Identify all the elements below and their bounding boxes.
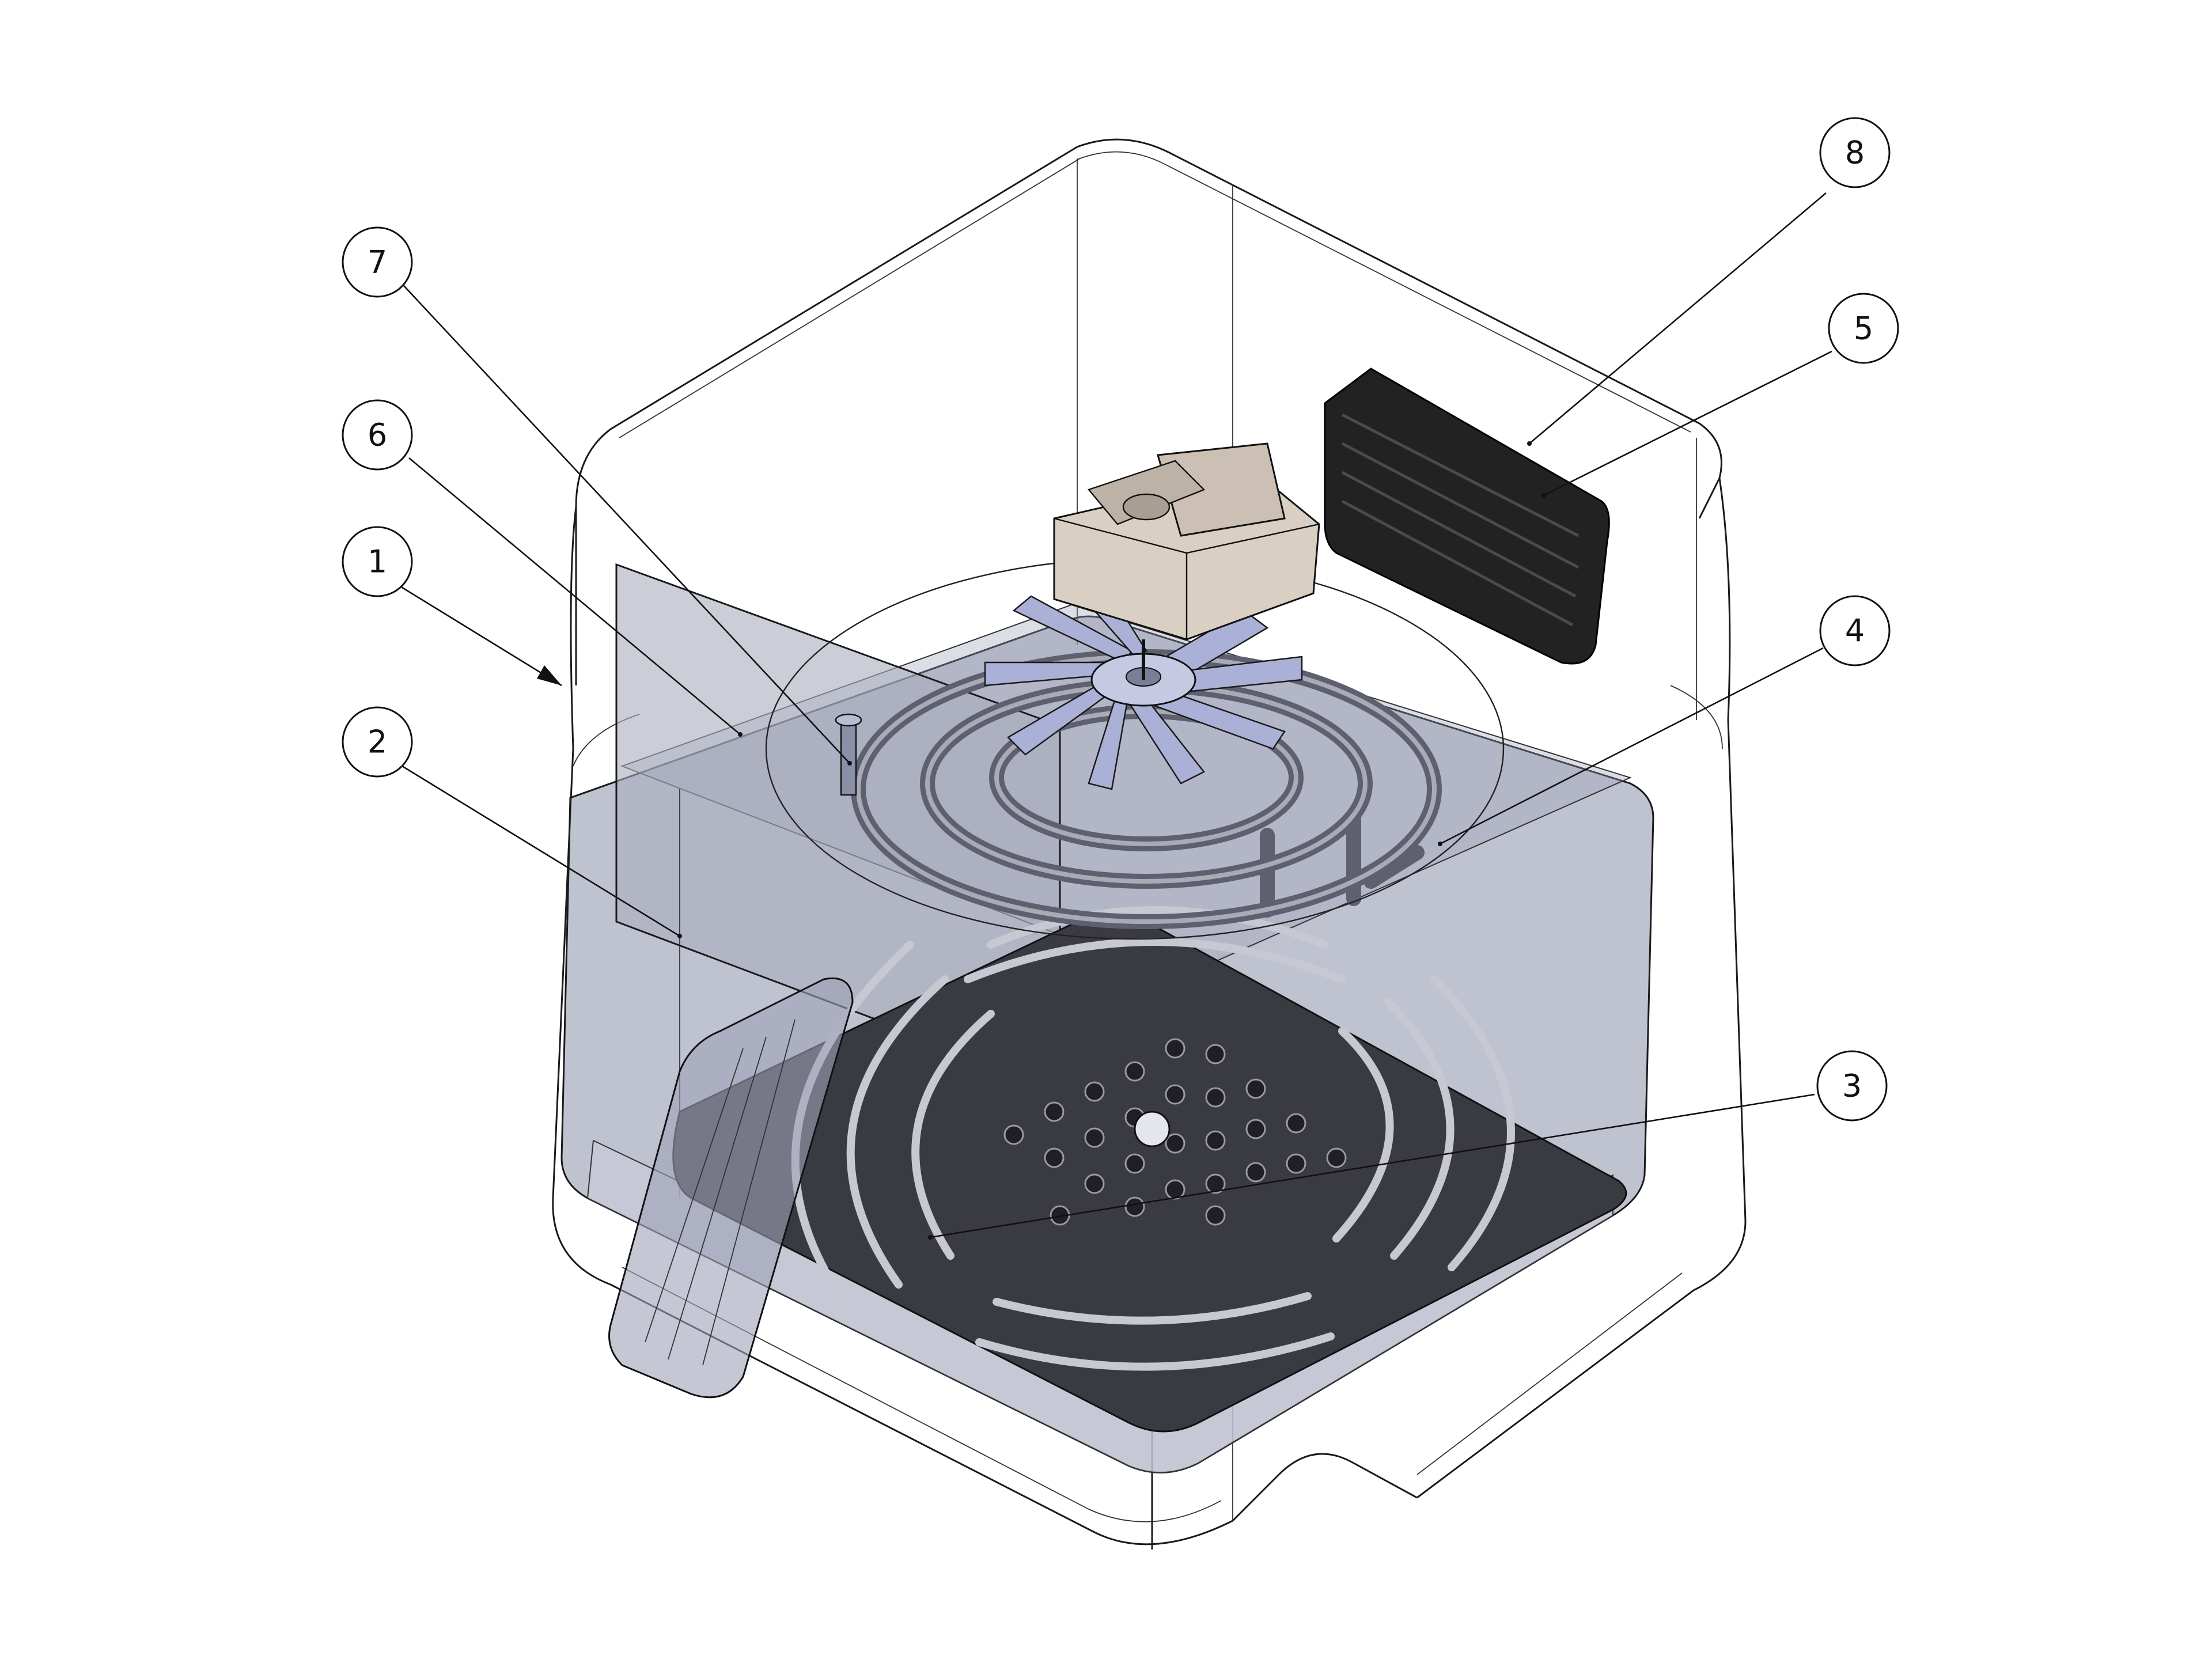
leader-7 [403,285,850,764]
balloon-6-label: 6 [368,417,387,453]
leader-8-dot [1527,441,1532,446]
leader-4-dot [1438,842,1442,846]
leader-4 [1440,647,1824,845]
leader-2 [397,762,680,937]
leader-lines [397,192,1832,1240]
tray [672,906,1627,1433]
leader-1 [397,584,562,687]
handle [608,977,854,1399]
leader-3 [930,1093,1815,1238]
balloon-7-label: 7 [368,244,387,281]
balloon-1: 1 [342,526,413,597]
balloon-8: 8 [1819,117,1891,188]
motor [1053,442,1320,680]
leader-6 [408,457,741,735]
leader-2-dot [677,934,682,938]
balloon-4-label: 4 [1845,613,1865,649]
leader-5 [1543,350,1832,497]
balloon-3: 3 [1816,1050,1888,1122]
leader-6-dot [738,732,743,737]
balloon-1-label: 1 [368,544,387,580]
balloon-4: 4 [1819,595,1891,666]
balloon-5: 5 [1828,293,1899,364]
outer-housing [552,138,1747,1550]
balloon-2-label: 2 [368,724,387,760]
balloon-6: 6 [342,399,413,471]
balloon-2: 2 [342,706,413,778]
leader-3-dot [928,1235,933,1240]
balloon-3-label: 3 [1842,1068,1862,1104]
balloon-7: 7 [342,226,413,298]
leader-8 [1529,192,1827,444]
leader-5-dot [1541,493,1546,498]
sensor-probe [835,713,862,796]
leader-7-dot [847,761,852,766]
control-panel [1324,368,1610,665]
balloon-8-label: 8 [1845,135,1865,171]
leader-1-arrowhead [537,665,562,685]
balloon-5-label: 5 [1854,310,1873,347]
